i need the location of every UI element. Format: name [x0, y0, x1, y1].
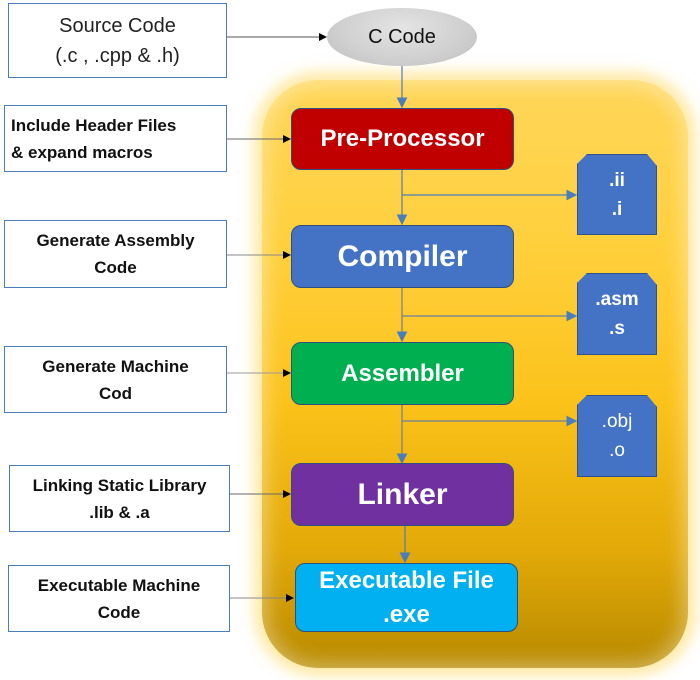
- desc-include-headers: Include Header Files & expand macros: [4, 105, 227, 172]
- c-code-label: C Code: [368, 25, 436, 48]
- stage-label: Executable File: [319, 566, 494, 594]
- stage-label: Assembler: [341, 359, 464, 387]
- desc-line: Generate Assembly: [36, 231, 195, 250]
- file-icon-preprocessed: .ii .i: [577, 154, 657, 235]
- stage-compiler: Compiler: [291, 225, 514, 288]
- desc-linking-static-library: Linking Static Library .lib & .a: [9, 465, 230, 532]
- file-ext: .o: [609, 440, 625, 461]
- stage-executable: Executable File .exe: [295, 563, 518, 632]
- stage-assembler: Assembler: [291, 342, 514, 405]
- desc-line: Cod: [98, 383, 133, 403]
- file-ext: .asm: [595, 289, 639, 310]
- source-code-extensions: (.c , .cpp & .h): [55, 44, 180, 67]
- source-code-title: Source Code: [59, 14, 176, 37]
- desc-line: Include Header Files: [11, 115, 177, 135]
- file-ext: .i: [611, 198, 623, 220]
- desc-line: Code: [97, 602, 141, 622]
- desc-executable-machine: Executable Machine Code: [8, 565, 230, 632]
- desc-line: Linking Static Library: [32, 475, 207, 495]
- file-icon-object: .obj .o: [577, 395, 657, 477]
- c-code-node: C Code: [327, 8, 477, 66]
- desc-line: Executable Machine: [37, 575, 201, 595]
- stage-label: Compiler: [337, 239, 468, 273]
- desc-line: & expand macros: [11, 142, 153, 162]
- stage-label: Pre-Processor: [320, 125, 485, 152]
- desc-generate-machine: Generate Machine Cod: [4, 346, 227, 413]
- file-icon-assembly: .asm .s: [577, 273, 657, 355]
- source-code-box: Source Code (.c , .cpp & .h): [8, 3, 227, 78]
- file-ext: .obj: [601, 411, 633, 432]
- desc-line: Code: [94, 258, 137, 277]
- file-ext: .ii: [609, 169, 625, 191]
- file-ext: .s: [609, 318, 625, 339]
- desc-generate-assembly: Generate Assembly Code: [4, 220, 227, 288]
- desc-line: Generate Machine: [42, 356, 189, 376]
- desc-line: .lib & .a: [89, 502, 150, 522]
- stage-label: Linker: [357, 477, 448, 511]
- stage-preprocessor: Pre-Processor: [291, 108, 514, 170]
- stage-label: .exe: [383, 600, 430, 628]
- stage-linker: Linker: [291, 463, 514, 526]
